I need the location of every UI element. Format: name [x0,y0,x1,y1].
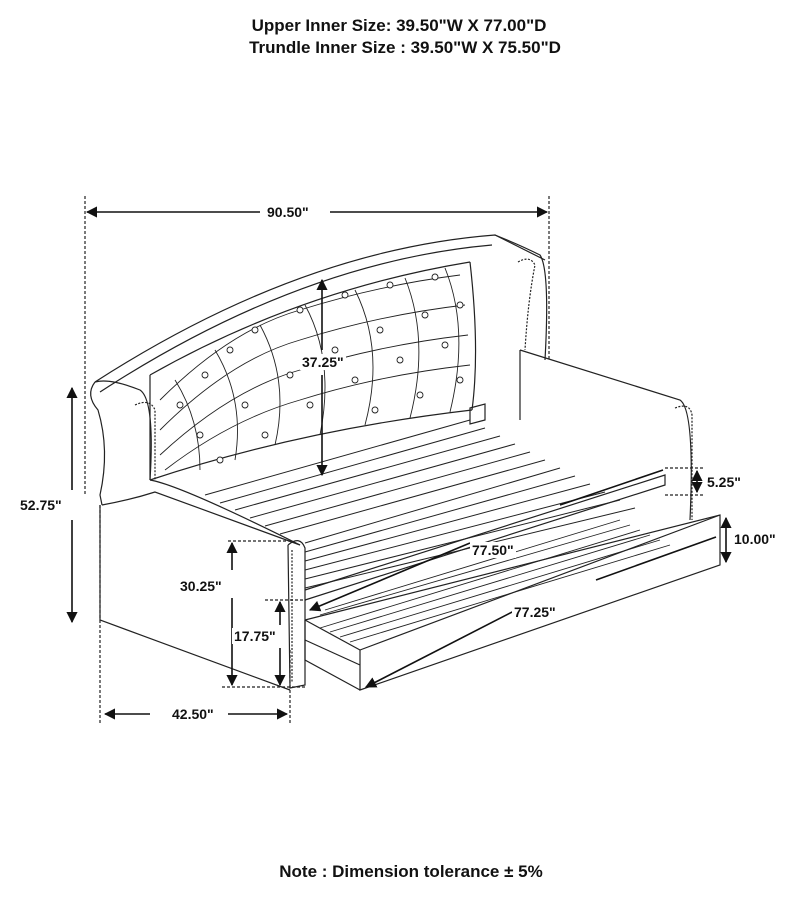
trundle [304,514,721,691]
left-arm [90,380,301,691]
back-height-label: 37.25" [300,354,346,370]
arm-height-label: 30.25" [178,578,224,594]
front-post [287,540,306,689]
overall-depth-label: 42.50" [170,706,216,722]
right-arm [494,234,693,521]
upper-length-label: 77.50" [470,542,516,558]
seat-height-label: 17.75" [232,628,278,644]
rail-height-label: 5.25" [705,474,743,490]
trundle-inner-size: Trundle Inner Size : 39.50"W X 75.50"D [249,38,561,57]
side-rail [304,403,666,601]
upper-inner-size: Upper Inner Size: 39.50"W X 77.00"D [251,16,547,35]
overall-height-label: 52.75" [18,497,64,513]
trundle-length-label: 77.25" [512,604,558,620]
dimension-arrows [66,206,732,720]
trundle-height-label: 10.00" [732,531,778,547]
tolerance-note: Note : Dimension tolerance ± 5% [279,862,543,881]
overall-width-label: 90.50" [265,204,311,220]
